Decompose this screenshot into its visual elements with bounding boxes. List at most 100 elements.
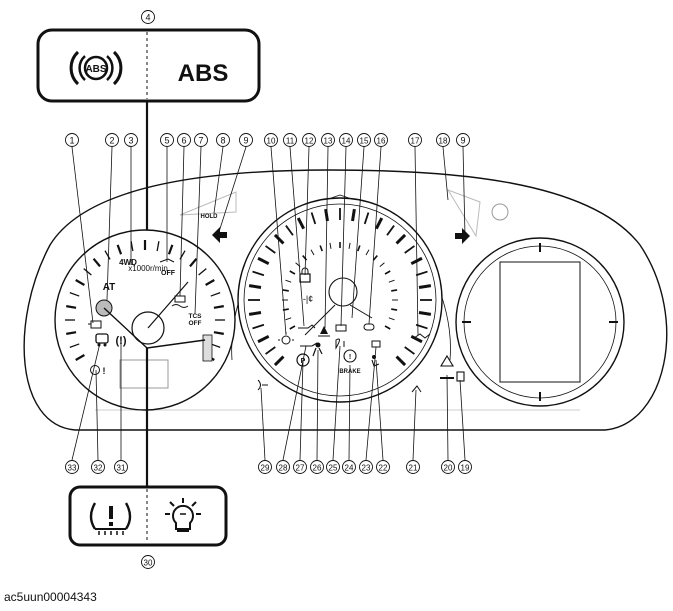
gauge-tick (418, 311, 432, 316)
callout-circle-33 (65, 460, 79, 474)
traction-icon (411, 385, 422, 393)
gauge-tick (310, 249, 315, 256)
callout-number-22: 22 (379, 463, 388, 472)
callout-leader-7 (194, 146, 202, 315)
callout-number-30: 30 (144, 558, 153, 567)
callout-leader-9b (462, 146, 466, 237)
gauge-tick (395, 233, 407, 245)
gauge-tick (384, 270, 391, 275)
callout-leader-33 (71, 342, 101, 461)
callout-number-7: 7 (198, 135, 203, 145)
gauge-tick (391, 289, 398, 292)
callout-number-13: 13 (324, 136, 333, 145)
callout-circle-7 (194, 133, 208, 147)
gauge-tick (198, 268, 207, 276)
callout-number-29: 29 (261, 463, 270, 472)
callout-circle-2 (105, 133, 119, 147)
tire-pressure-warning-icon (89, 502, 132, 535)
callout-number-18: 18 (439, 136, 448, 145)
callout-circle-22 (376, 460, 390, 474)
callout-circle-28 (276, 460, 290, 474)
turn-signal-left-icon (212, 227, 227, 243)
callout-leader-9 (217, 146, 247, 236)
gauge-tick (205, 279, 215, 286)
callout-circle-14 (339, 133, 353, 147)
turn-signal-right-icon (455, 228, 470, 244)
callout-leader-16 (368, 146, 382, 325)
gauge-tick (296, 217, 306, 230)
gauge-tick (282, 289, 289, 292)
callout-number-10: 10 (267, 136, 276, 145)
callout-number-11: 11 (286, 136, 295, 145)
gauge-tick (66, 331, 77, 335)
callout-number-28: 28 (279, 463, 288, 472)
gauge-tick (66, 305, 77, 309)
callout-number-2: 2 (109, 135, 114, 145)
gauge-tick (83, 268, 92, 276)
gauge-tick (404, 346, 415, 355)
callout-circle-10 (264, 133, 278, 147)
gauge-tick (365, 249, 370, 256)
gauge-tick (363, 212, 370, 225)
gauge-tick (167, 244, 174, 255)
callout-circle-1 (65, 133, 79, 147)
gauge-tick (116, 244, 123, 255)
callout-leader-15 (351, 146, 365, 319)
callout-circle-20 (441, 460, 455, 474)
callout-number-19: 19 (461, 463, 470, 472)
callout-number-20: 20 (444, 463, 453, 472)
gauge-tick (289, 270, 296, 275)
callout-number-3: 3 (128, 135, 133, 145)
gauge-tick (310, 212, 317, 225)
callout-number-12: 12 (305, 136, 314, 145)
gauge-tick (69, 343, 80, 348)
gauge-tick (410, 334, 423, 344)
callout-leader-19 (459, 379, 466, 461)
callout-leader-23 (365, 346, 377, 461)
callout-circle-31 (114, 460, 128, 474)
gauge-tick (348, 242, 351, 249)
callout-leader-27 (299, 361, 304, 461)
gauge-tick (391, 308, 398, 311)
front-fog-icon (257, 379, 268, 391)
gauge-tick (351, 208, 356, 222)
callout-circle-5 (160, 133, 174, 147)
gauge-tick (388, 317, 395, 321)
callout-number-33: 33 (68, 463, 77, 472)
gauge-tick (248, 311, 262, 316)
callout-circle-21 (406, 460, 420, 474)
gauge-tick (248, 284, 262, 289)
callout-number-5: 5 (164, 135, 169, 145)
callout-circle-32 (91, 460, 105, 474)
callout-leader-11 (289, 146, 305, 327)
callout-circle-29 (258, 460, 272, 474)
high-beam-icon (335, 338, 345, 350)
check-engine-icon (88, 320, 102, 329)
callout-leader-24 (348, 364, 351, 461)
callout-number-16: 16 (377, 136, 386, 145)
oil-pressure-icon (298, 324, 316, 329)
callout-leader-25 (332, 345, 341, 461)
gauge-tick (273, 355, 285, 367)
callout-leader-21 (412, 389, 417, 461)
callout-leader-12 (304, 146, 310, 276)
callout-circle-17 (408, 133, 422, 147)
coolant-temp-icon (318, 326, 330, 337)
callout-number-1: 1 (69, 135, 74, 145)
callout-circle-9 (239, 133, 253, 147)
gauge-tick (285, 225, 294, 236)
callout-leader-20 (446, 374, 449, 461)
callout-leader-10 (270, 146, 287, 336)
gauge-tick (257, 334, 270, 344)
right-display-gauge (455, 237, 625, 407)
callout-number-9b: 9 (460, 135, 465, 145)
svg-text:!: ! (103, 366, 106, 376)
gauge-tick (69, 292, 80, 297)
tcs-off-label: OFF (189, 320, 202, 327)
gauge-tick (75, 354, 85, 361)
gauge-tick (329, 242, 332, 249)
bottom-inset-box (68, 485, 228, 547)
lane-departure-icon (413, 333, 431, 339)
callout-leader-29 (260, 387, 266, 461)
